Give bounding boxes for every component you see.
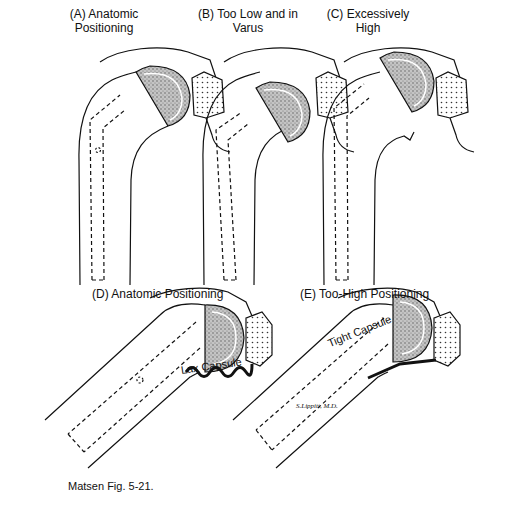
panel-heading: (D) Anatomic Positioning xyxy=(92,288,272,302)
scapula-neck xyxy=(450,118,474,152)
humerus-outline xyxy=(79,72,136,285)
prosthetic-head xyxy=(380,52,434,112)
figure-caption: Matsen Fig. 5-21. xyxy=(68,480,268,493)
humerus-outline xyxy=(130,126,168,285)
prosthetic-head xyxy=(136,66,190,126)
tight-capsule xyxy=(368,360,436,378)
abducted-too-high xyxy=(233,288,460,468)
prosthetic-head xyxy=(380,52,434,112)
prosthetic-head xyxy=(256,82,310,142)
humerus-outline xyxy=(323,72,380,285)
prosthetic-head xyxy=(264,90,302,137)
prosthetic-head xyxy=(393,295,432,362)
prosthesis-stem xyxy=(216,112,248,280)
shoulder-illustration xyxy=(45,48,474,468)
humerus-too-high xyxy=(323,48,474,285)
glenoid xyxy=(246,312,272,366)
prosthetic-head xyxy=(256,82,310,142)
prosthetic-head xyxy=(388,60,426,107)
humerus-outline xyxy=(45,304,205,420)
fin-hole xyxy=(96,148,101,153)
artist-signature: S.Lippitt, M.D. xyxy=(296,402,376,410)
humerus-outline xyxy=(254,126,292,285)
humerus-anatomic xyxy=(79,48,230,285)
abducted-anatomic xyxy=(45,288,272,468)
humerus-too-low xyxy=(203,48,354,285)
glenoid xyxy=(192,72,224,118)
panel-heading: (C) Excessively High xyxy=(316,8,420,36)
glenoid xyxy=(316,72,348,118)
prosthesis-stem xyxy=(90,95,125,280)
prosthetic-head xyxy=(393,295,432,362)
panel-heading: (A) Anatomic Positioning xyxy=(58,8,150,36)
prosthesis-stem xyxy=(68,322,200,452)
panel-heading: (B) Too Low and in Varus xyxy=(192,8,304,36)
acromion xyxy=(224,48,340,78)
panel-heading: (E) Too-High Positioning xyxy=(300,288,480,302)
humerus-outline xyxy=(203,72,260,285)
prosthesis-stem xyxy=(256,318,388,450)
humerus-outline xyxy=(374,132,414,285)
fin-hole xyxy=(137,377,143,383)
humerus-outline xyxy=(88,372,200,468)
prosthesis-stem xyxy=(334,84,369,280)
humerus-outline xyxy=(276,372,388,468)
prosthetic-head xyxy=(144,74,182,121)
prosthetic-head xyxy=(136,66,190,126)
glenoid xyxy=(436,72,468,118)
glenoid xyxy=(434,312,460,366)
prosthetic-head xyxy=(400,302,424,354)
